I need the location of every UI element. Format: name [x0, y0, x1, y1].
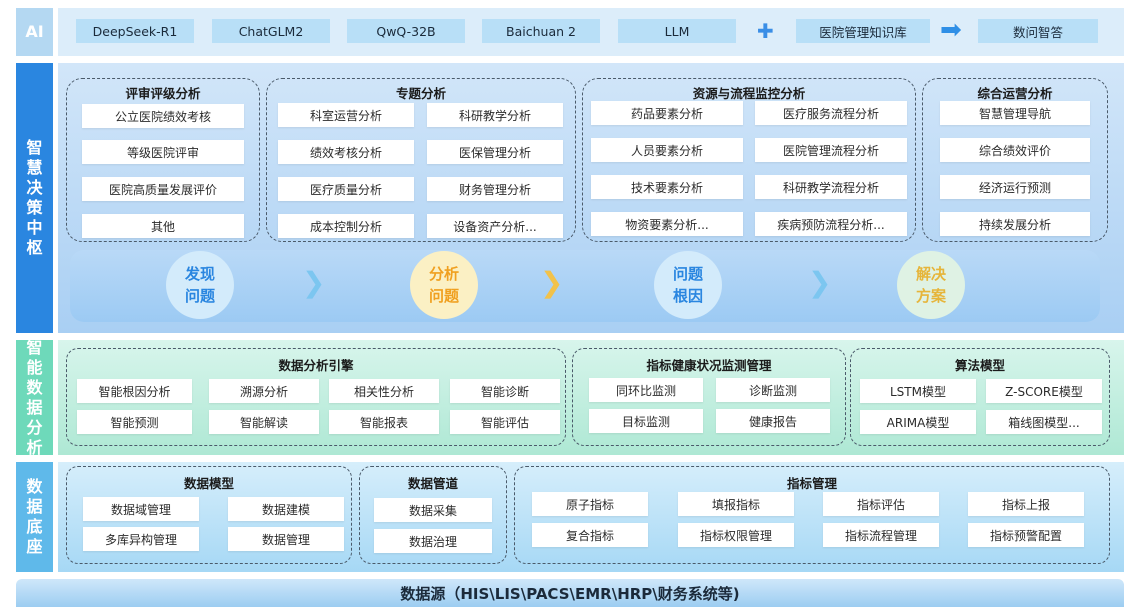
ops-title: 综合运营分析 — [977, 86, 1053, 101]
indicator-group: 指标管理 原子指标 填报指标 指标评估 指标上报 复合指标 指标权限管理 指标流… — [514, 466, 1110, 564]
resource-item: 技术要素分析 — [591, 175, 743, 199]
analysis-label: 智能数据分析 — [16, 338, 53, 457]
health-item: 目标监测 — [589, 409, 703, 433]
topic-item: 成本控制分析 — [278, 214, 414, 238]
topic-item: 科室运营分析 — [278, 103, 414, 127]
engine-item: 智能报表 — [329, 410, 439, 434]
ops-item: 经济运行预测 — [940, 175, 1090, 199]
engine-item: 智能诊断 — [450, 379, 560, 403]
resource-group: 资源与流程监控分析 药品要素分析 医疗服务流程分析 人员要素分析 医院管理流程分… — [582, 78, 916, 242]
health-group: 指标健康状况监测管理 同环比监测 诊断监测 目标监测 健康报告 — [572, 348, 846, 446]
topic-item: 设备资产分析... — [427, 214, 563, 238]
health-title: 指标健康状况监测管理 — [646, 358, 772, 373]
algo-group: 算法模型 LSTM模型 Z-SCORE模型 ARIMA模型 箱线图模型... — [850, 348, 1110, 446]
indicator-item: 复合指标 — [532, 523, 648, 547]
flow-step-discover: 发现问题 — [166, 251, 234, 319]
indicator-item: 填报指标 — [678, 492, 794, 516]
knowledge-base: 医院管理知识库 — [796, 19, 930, 43]
indicator-item: 原子指标 — [532, 492, 648, 516]
health-item: 健康报告 — [716, 409, 830, 433]
indicator-title: 指标管理 — [786, 476, 837, 491]
engine-item: 智能解读 — [209, 410, 319, 434]
engine-item: 智能评估 — [450, 410, 560, 434]
resource-item: 医院管理流程分析 — [755, 138, 907, 162]
pipeline-item: 数据治理 — [374, 529, 492, 553]
health-item: 诊断监测 — [716, 378, 830, 402]
resource-item: 药品要素分析 — [591, 101, 743, 125]
indicator-item: 指标上报 — [968, 492, 1084, 516]
model-item: 数据管理 — [228, 527, 344, 551]
smart-qa: 数问智答 — [978, 19, 1098, 43]
flow-step-rootcause: 问题根因 — [654, 251, 722, 319]
engine-item: 智能根因分析 — [77, 379, 192, 403]
algo-item: LSTM模型 — [860, 379, 976, 403]
review-title: 评审评级分析 — [125, 86, 201, 101]
review-group: 评审评级分析 公立医院绩效考核 等级医院评审 医院高质量发展评价 其他 — [66, 78, 260, 242]
resource-item: 医疗服务流程分析 — [755, 101, 907, 125]
model-item: 多库异构管理 — [83, 527, 199, 551]
review-item: 其他 — [82, 214, 244, 238]
ai-row-label: AI — [16, 8, 53, 56]
flow-step-analyze: 分析问题 — [410, 251, 478, 319]
data-source-bar: 数据源（HIS\LIS\PACS\EMR\HRP\财务系统等) — [16, 579, 1124, 607]
topic-title: 专题分析 — [395, 86, 446, 101]
model-group: 数据模型 数据域管理 数据建模 多库异构管理 数据管理 — [66, 466, 352, 564]
indicator-item: 指标权限管理 — [678, 523, 794, 547]
model-item: 数据域管理 — [83, 497, 199, 521]
pipeline-title: 数据管道 — [407, 476, 458, 491]
indicator-item: 指标预警配置 — [968, 523, 1084, 547]
pipeline-item: 数据采集 — [374, 498, 492, 522]
model-qwq: QwQ-32B — [347, 19, 465, 43]
algo-title: 算法模型 — [954, 358, 1005, 373]
indicator-item: 指标流程管理 — [823, 523, 939, 547]
chevron-right-icon: ❯ — [808, 266, 832, 299]
algo-item: 箱线图模型... — [986, 410, 1102, 434]
ops-item: 持续发展分析 — [940, 212, 1090, 236]
model-llm: LLM — [618, 19, 736, 43]
model-deepseek: DeepSeek-R1 — [76, 19, 194, 43]
engine-item: 溯源分析 — [209, 379, 319, 403]
model-item: 数据建模 — [228, 497, 344, 521]
review-item: 公立医院绩效考核 — [82, 104, 244, 128]
ops-group: 综合运营分析 智慧管理导航 综合绩效评价 经济运行预测 持续发展分析 — [922, 78, 1108, 242]
model-baichuan: Baichuan 2 — [482, 19, 600, 43]
engine-group: 数据分析引擎 智能根因分析 溯源分析 相关性分析 智能诊断 智能预测 智能解读 … — [66, 348, 566, 446]
resource-title: 资源与流程监控分析 — [692, 86, 806, 101]
resource-item: 物资要素分析... — [591, 212, 743, 236]
topic-group: 专题分析 科室运营分析 科研教学分析 绩效考核分析 医保管理分析 医疗质量分析 … — [266, 78, 576, 242]
chevron-right-icon: ❯ — [302, 266, 326, 299]
model-chatglm: ChatGLM2 — [212, 19, 330, 43]
algo-item: Z-SCORE模型 — [986, 379, 1102, 403]
topic-item: 绩效考核分析 — [278, 140, 414, 164]
chevron-right-icon: ❯ — [540, 266, 564, 299]
model-title: 数据模型 — [183, 476, 234, 491]
review-item: 医院高质量发展评价 — [82, 177, 244, 201]
ops-item: 综合绩效评价 — [940, 138, 1090, 162]
base-label: 数据底座 — [16, 462, 53, 572]
decision-label: 智慧决策中枢 — [16, 63, 53, 333]
topic-item: 医保管理分析 — [427, 140, 563, 164]
engine-title: 数据分析引擎 — [278, 358, 354, 373]
resource-item: 人员要素分析 — [591, 138, 743, 162]
health-item: 同环比监测 — [589, 378, 703, 402]
arrow-right-icon: ➡ — [940, 15, 962, 45]
engine-item: 智能预测 — [77, 410, 192, 434]
topic-item: 财务管理分析 — [427, 177, 563, 201]
topic-item: 医疗质量分析 — [278, 177, 414, 201]
algo-item: ARIMA模型 — [860, 410, 976, 434]
indicator-item: 指标评估 — [823, 492, 939, 516]
review-item: 等级医院评审 — [82, 140, 244, 164]
flow-step-solution: 解决方案 — [897, 251, 965, 319]
resource-item: 科研教学流程分析 — [755, 175, 907, 199]
pipeline-group: 数据管道 数据采集 数据治理 — [359, 466, 507, 564]
topic-item: 科研教学分析 — [427, 103, 563, 127]
plus-icon: ✚ — [757, 19, 774, 43]
engine-item: 相关性分析 — [329, 379, 439, 403]
ops-item: 智慧管理导航 — [940, 101, 1090, 125]
resource-item: 疾病预防流程分析... — [755, 212, 907, 236]
